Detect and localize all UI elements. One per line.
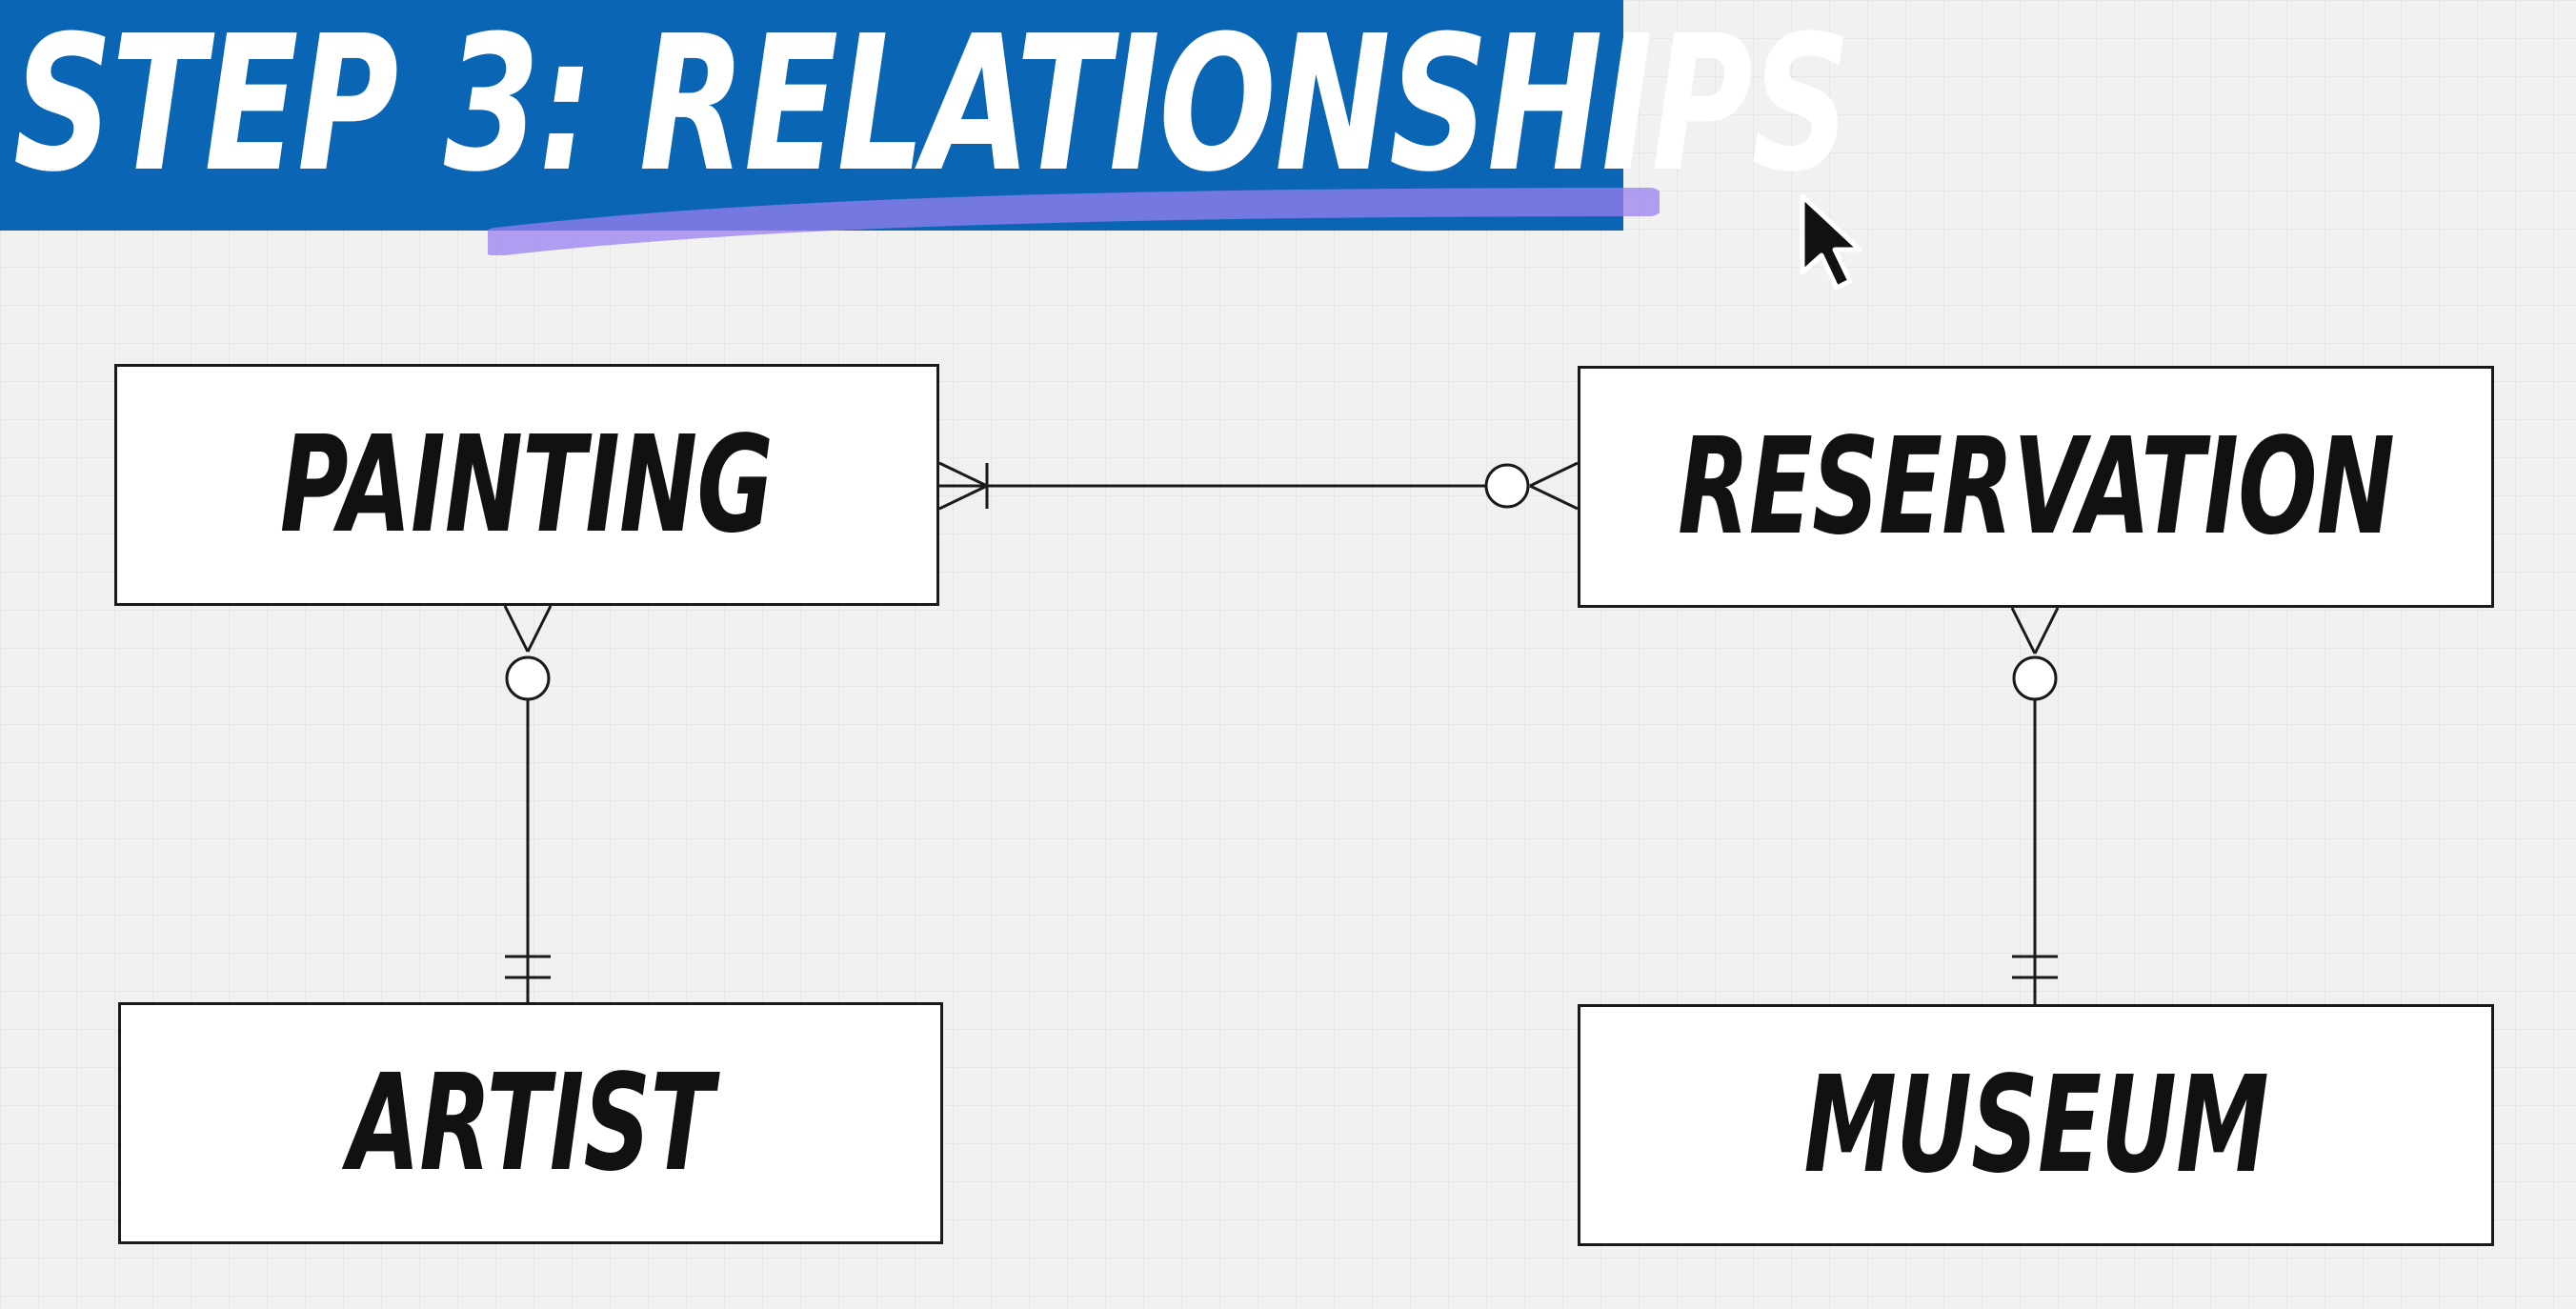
cardinality-exactly-one-artist (505, 955, 551, 979)
arrow-pointer-icon (1800, 193, 1862, 291)
entity-reservation-label: RESERVATION (1678, 409, 2395, 565)
crows-foot-zero-or-many-reservation (1484, 461, 1579, 511)
cardinality-exactly-one-museum (2012, 955, 2058, 979)
entity-museum-label: MUSEUM (1803, 1047, 2268, 1203)
entity-artist-label: ARTIST (348, 1045, 714, 1201)
crows-foot-zero-or-many-reservation-bottom (2010, 607, 2060, 701)
entity-artist[interactable]: ARTIST (118, 1002, 943, 1244)
entity-museum[interactable]: MUSEUM (1578, 1004, 2494, 1246)
crows-foot-zero-or-many-painting (503, 605, 553, 701)
crows-foot-one-or-many-painting (938, 461, 989, 511)
entity-reservation[interactable]: RESERVATION (1578, 366, 2494, 608)
slide-title: STEP 3: RELATIONSHIPS (13, 0, 1851, 213)
title-banner: STEP 3: RELATIONSHIPS (0, 0, 1851, 231)
entity-painting-label: PAINTING (280, 407, 774, 563)
entity-painting[interactable]: PAINTING (114, 364, 939, 606)
